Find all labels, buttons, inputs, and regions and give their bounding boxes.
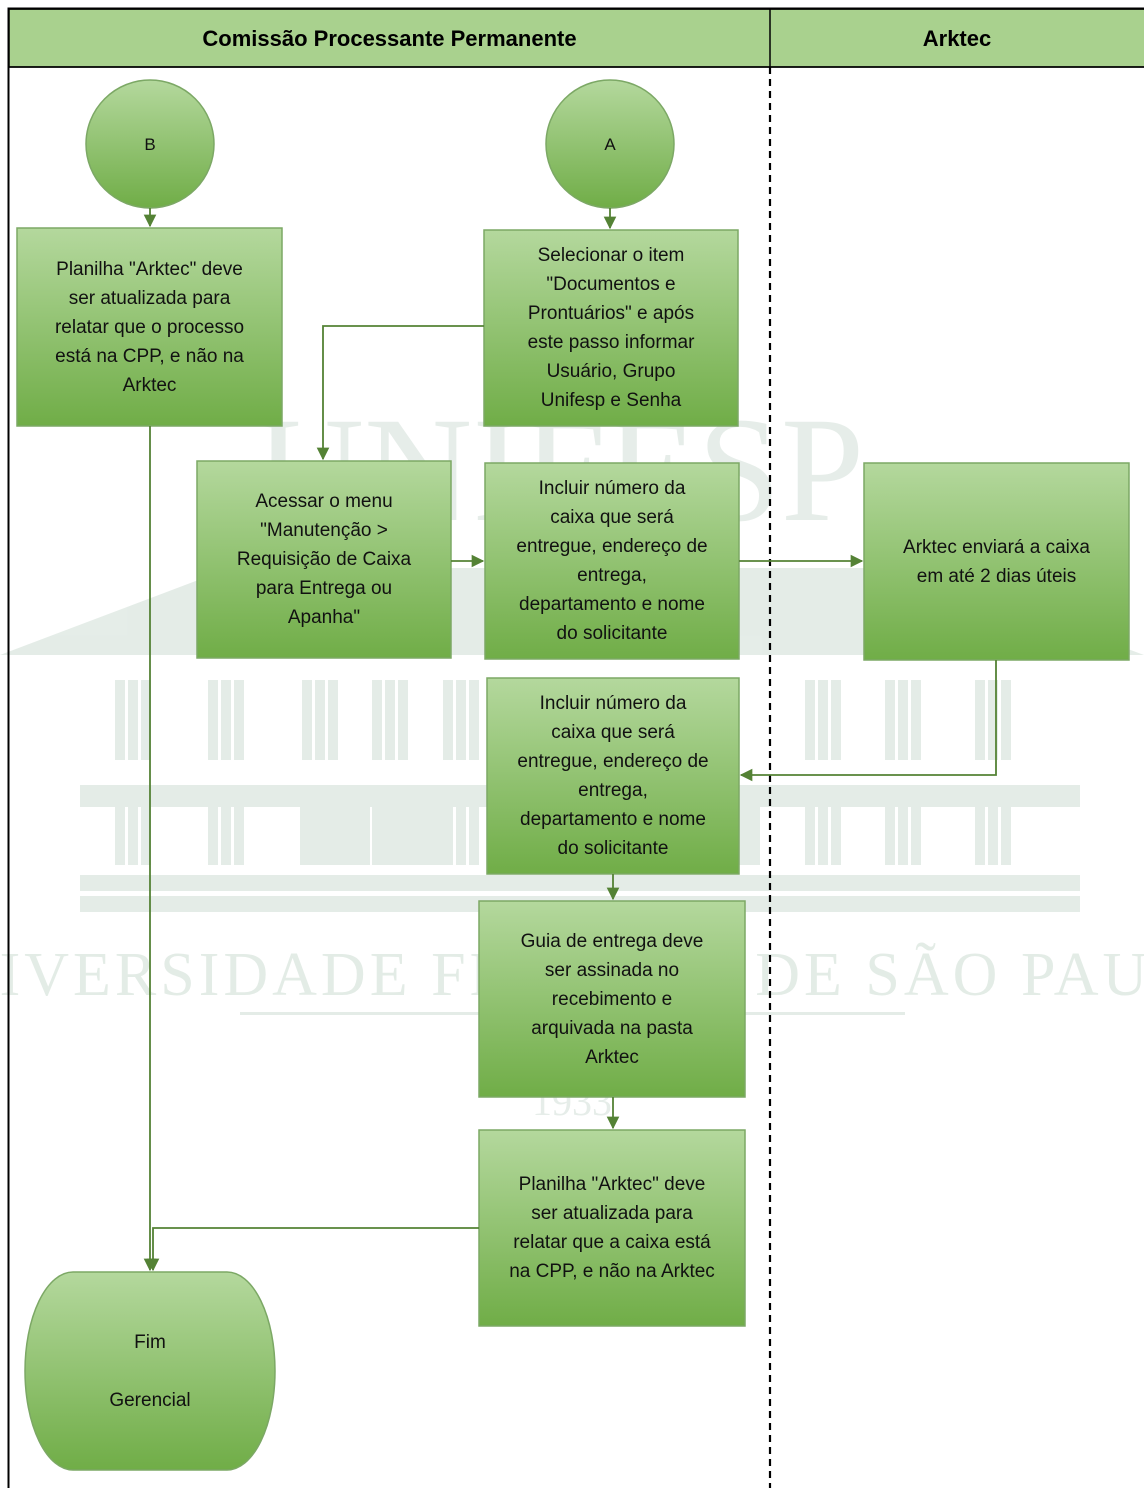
watermark-window <box>385 680 395 760</box>
step-incluir-numero-2-text: Incluir número da caixa que será entregu… <box>517 693 709 859</box>
step-arktec-enviara-text: Arktec enviará a caixa em até 2 dias úte… <box>903 536 1090 587</box>
terminal-fim-gerencial: Fim Gerencial <box>25 1272 275 1470</box>
connector-b-label: B <box>144 134 156 154</box>
terminal-fim-gerencial-shape <box>24 1271 276 1471</box>
watermark-window <box>234 680 244 760</box>
watermark-window <box>385 805 395 865</box>
watermark-window <box>885 680 895 760</box>
watermark-window <box>208 680 218 760</box>
watermark-window <box>1001 680 1011 760</box>
watermark-window <box>885 805 895 865</box>
watermark-window <box>398 680 408 760</box>
watermark-window <box>911 680 921 760</box>
watermark-window <box>443 680 453 760</box>
connector-a-label: A <box>604 134 616 154</box>
box-incluir-numero-1 <box>484 462 740 660</box>
step-selecionar-item-text: Selecionar o item "Documentos e Prontuár… <box>527 245 695 411</box>
watermark-window <box>805 680 815 760</box>
step-incluir-numero-1-text: Incluir número da caixa que será entregu… <box>516 478 708 644</box>
watermark-window <box>988 805 998 865</box>
terminal-line-fim: Fim <box>134 1331 166 1353</box>
step-guia-entrega-text: Guia de entrega deve ser assinada no rec… <box>520 930 704 1068</box>
watermark-window <box>456 805 466 865</box>
watermark-window <box>128 805 138 865</box>
box-planilha-processo <box>16 227 283 427</box>
box-arktec-enviara <box>863 462 1130 661</box>
watermark-window <box>208 805 218 865</box>
watermark-window <box>398 805 408 865</box>
watermark-window <box>805 805 815 865</box>
watermark-window <box>898 680 908 760</box>
watermark-window <box>975 680 985 760</box>
arrow-arktec-to-incluir-2 <box>739 660 997 782</box>
watermark-window <box>911 805 921 865</box>
lane-title-arktec: Arktec <box>922 26 992 51</box>
watermark-window <box>372 805 382 865</box>
watermark-window <box>328 680 338 760</box>
watermark-window <box>221 805 231 865</box>
step-planilha-caixa-text: Planilha "Arktec" deve ser atualizada pa… <box>509 1174 715 1282</box>
watermark-window <box>128 680 138 760</box>
watermark-window <box>315 805 325 865</box>
watermark-window <box>898 805 908 865</box>
watermark-window <box>818 680 828 760</box>
box-planilha-caixa <box>478 1129 746 1327</box>
watermark-window <box>115 805 125 865</box>
arrow-selecionar-to-acessar <box>316 325 484 461</box>
terminal-line-gerencial: Gerencial <box>109 1389 191 1411</box>
arrow-planilha-caixa-to-fim <box>146 1227 479 1272</box>
watermark-window <box>443 805 453 865</box>
watermark-window <box>302 805 312 865</box>
lane-title-cpp: Comissão Processante Permanente <box>202 26 577 51</box>
watermark-window <box>975 805 985 865</box>
watermark-window <box>372 680 382 760</box>
watermark-window <box>988 680 998 760</box>
watermark-window <box>141 680 151 760</box>
watermark-window <box>328 805 338 865</box>
step-acessar-menu-text: Acessar o menu "Manutenção > Requisição … <box>236 491 412 628</box>
watermark-window <box>469 680 479 760</box>
watermark-windows <box>115 680 1011 865</box>
step-planilha-processo-text: Planilha "Arktec" deve ser atualizada pa… <box>54 258 245 396</box>
watermark-window <box>315 680 325 760</box>
box-guia-entrega <box>478 900 746 1098</box>
box-selecionar-item <box>483 229 739 427</box>
watermark-window <box>115 680 125 760</box>
watermark-window <box>469 805 479 865</box>
box-acessar-menu <box>196 460 452 659</box>
watermark-base-1 <box>80 875 1080 891</box>
watermark-window <box>221 680 231 760</box>
watermark-window <box>1001 805 1011 865</box>
watermark-window <box>831 805 841 865</box>
watermark-window <box>234 805 244 865</box>
watermark-window <box>141 805 151 865</box>
watermark-window <box>302 680 312 760</box>
watermark-window <box>831 680 841 760</box>
watermark-window <box>456 680 466 760</box>
box-incluir-numero-2 <box>486 677 740 875</box>
watermark-window <box>818 805 828 865</box>
